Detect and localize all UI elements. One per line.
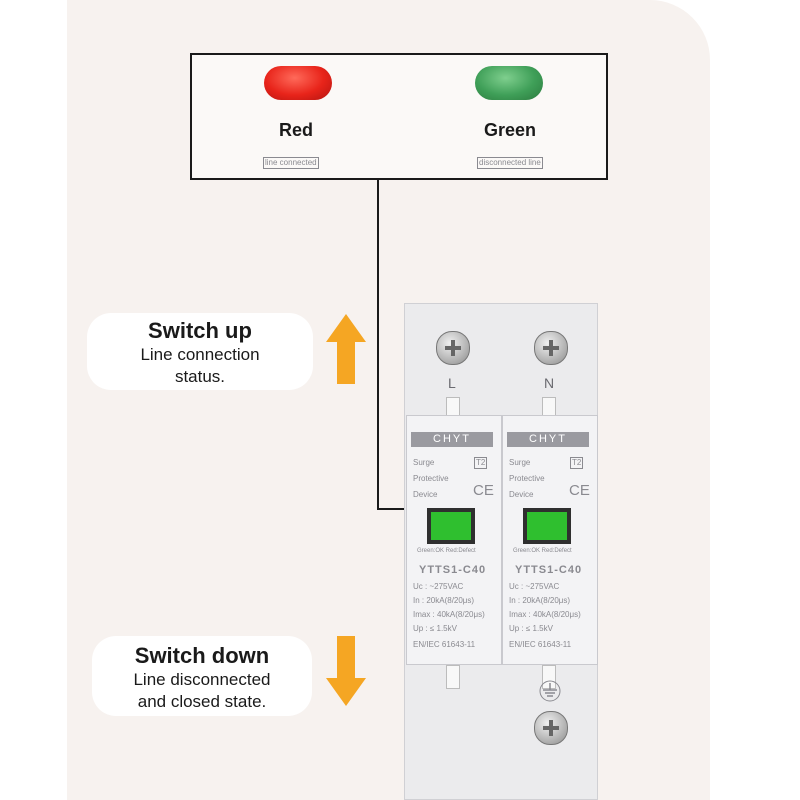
indicator-caption: Green:OK Red:Defect [513,548,572,554]
status-window-icon [427,508,475,544]
screw-icon [534,711,568,745]
indicator-legend: Red line connected Green disconnected li… [190,53,608,180]
module-left: CHYT Surge T2 Protective Device CE Green… [406,415,502,665]
legend-red: Red line connected [196,116,396,169]
spec-imax: Imax : 40kA(8/20μs) [413,610,485,619]
legend-green-title: Green [483,120,537,140]
module-right: CHYT Surge T2 Protective Device CE Green… [502,415,598,665]
legend-green: Green disconnected line [410,116,610,169]
ce-mark-icon: CE [473,482,494,499]
brand-logo: CHYT [411,432,493,447]
green-indicator-icon [475,66,543,100]
switch-down-title: Switch down [134,643,270,668]
model-number: YTTS1-C40 [515,564,583,576]
connector-line-horizontal [377,508,407,510]
red-indicator-icon [264,66,332,100]
spec-up: Up : ≤ 1.5kV [509,624,553,633]
switch-up-line2: status. [174,367,226,386]
switch-up-callout: Switch up Line connection status. [87,313,313,390]
module-class-badge: T2 [570,457,584,469]
ground-symbol-icon [539,680,561,702]
status-window-icon [523,508,571,544]
module-protective-label: Protective [509,474,545,483]
switch-down-line2: and closed state. [137,692,267,711]
switch-up-line1: Line connection [140,345,260,364]
module-device-label: Device [413,490,438,499]
arrow-down-icon [326,636,366,706]
arrow-up-icon [326,314,366,384]
legend-red-desc: line connected [263,157,319,169]
slot-icon [542,665,556,689]
spec-in: In : 20kA(8/20μs) [413,596,475,605]
brand-logo: CHYT [507,432,589,447]
screw-icon [436,331,470,365]
spec-up: Up : ≤ 1.5kV [413,624,457,633]
legend-green-desc: disconnected line [477,157,543,169]
model-number: YTTS1-C40 [419,564,487,576]
spec-uc: Uc : ~275VAC [413,582,464,591]
module-class-badge: T2 [474,457,488,469]
terminal-label-n: N [544,375,555,391]
screw-icon [534,331,568,365]
indicator-caption: Green:OK Red:Defect [417,548,476,554]
switch-down-callout: Switch down Line disconnected and closed… [92,636,312,716]
spec-in: In : 20kA(8/20μs) [509,596,571,605]
module-protective-label: Protective [413,474,449,483]
module-device-label: Device [509,490,534,499]
green-status-indicator [527,512,567,540]
module-surge-label: Surge [413,458,435,467]
spec-imax: Imax : 40kA(8/20μs) [509,610,581,619]
slot-icon [446,665,460,689]
connector-line-vertical [377,180,379,510]
legend-red-title: Red [278,120,313,140]
module-surge-label: Surge [509,458,531,467]
green-status-indicator [431,512,471,540]
ce-mark-icon: CE [569,482,590,499]
spec-standard: EN/IEC 61643-11 [413,640,476,649]
switch-down-line1: Line disconnected [133,670,271,689]
switch-up-title: Switch up [148,318,252,343]
surge-protector-device: L N CHYT Surge T2 Protective Device CE G… [404,303,598,800]
spec-uc: Uc : ~275VAC [509,582,560,591]
spec-standard: EN/IEC 61643-11 [509,640,572,649]
terminal-label-l: L [448,375,456,391]
